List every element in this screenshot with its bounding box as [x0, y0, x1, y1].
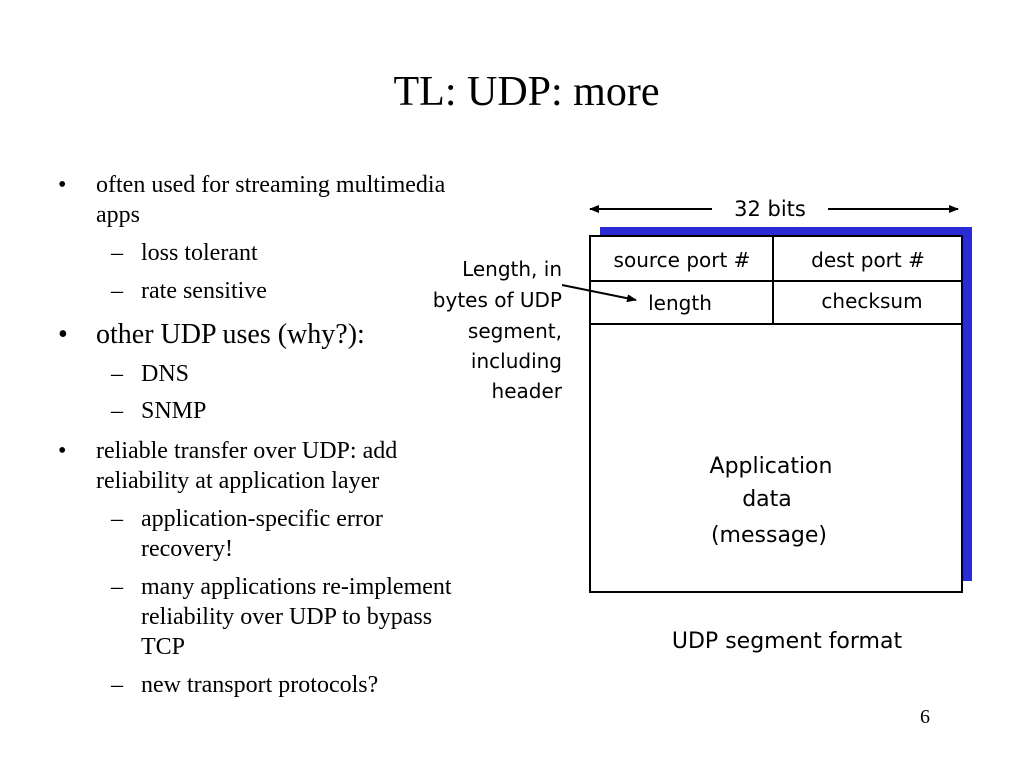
sub-bullet-item: – SNMP [96, 396, 478, 426]
sub-bullet-text: new transport protocols? [141, 672, 379, 698]
bullet-item: • often used for streaming multimedia ap… [58, 170, 478, 306]
sub-bullet-text: application-specific error recovery! [141, 506, 383, 562]
bullet-marker: • [58, 172, 67, 198]
annotation-line: segment, [468, 319, 562, 343]
sub-bullet-item: – application-specific error recovery! [96, 504, 478, 564]
annotation-line: Length, in [462, 257, 562, 281]
sub-bullet-list: – DNS – SNMP [96, 359, 478, 426]
bullet-text: other UDP uses (why?): [96, 319, 365, 350]
payload-line: Application [710, 454, 833, 479]
annotation-pointer-arrow [561, 284, 637, 303]
sub-bullet-marker: – [111, 672, 123, 698]
sub-bullet-list: – application-specific error recovery! –… [96, 504, 478, 700]
field-checksum: checksum [821, 289, 922, 313]
bullet-marker: • [58, 319, 68, 350]
payload-line: (message) [711, 523, 827, 548]
annotation-line: header [492, 379, 563, 403]
bullet-marker: • [58, 438, 67, 464]
sub-bullet-marker: – [111, 574, 123, 600]
sub-bullet-item: – rate sensitive [96, 276, 478, 306]
sub-bullet-item: – DNS [96, 359, 478, 389]
bullet-item: • other UDP uses (why?): – DNS – SNMP [58, 318, 478, 426]
sub-bullet-text: DNS [141, 361, 190, 387]
bullet-list: • often used for streaming multimedia ap… [58, 170, 478, 700]
slide-title: TL: UDP: more [393, 69, 660, 115]
bullet-item: • reliable transfer over UDP: add reliab… [58, 436, 478, 700]
payload-line: data [742, 487, 792, 512]
page-number: 6 [920, 706, 930, 728]
sub-bullet-marker: – [111, 278, 123, 304]
sub-bullet-text: loss tolerant [141, 240, 258, 266]
bit-width-label: 32 bits [734, 197, 806, 221]
sub-bullet-marker: – [111, 361, 123, 387]
bullet-text: reliable transfer over UDP: add reliabil… [96, 438, 398, 494]
field-source-port: source port # [614, 248, 751, 272]
segment-box [589, 235, 963, 593]
sub-bullet-text: rate sensitive [141, 278, 267, 304]
annotation-line: including [471, 349, 562, 373]
sub-bullet-marker: – [111, 398, 123, 424]
sub-bullet-text: SNMP [141, 398, 207, 424]
field-dest-port: dest port # [811, 248, 925, 272]
sub-bullet-text: many applications re-implement reliabili… [141, 574, 452, 660]
sub-bullet-item: – new transport protocols? [96, 670, 478, 700]
sub-bullet-marker: – [111, 506, 123, 532]
annotation-line: bytes of UDP [433, 288, 562, 312]
sub-bullet-list: – loss tolerant – rate sensitive [96, 238, 478, 306]
diagram-caption: UDP segment format [672, 629, 903, 654]
sub-bullet-item: – many applications re-implement reliabi… [96, 572, 478, 662]
field-length: length [648, 291, 712, 315]
sub-bullet-marker: – [111, 240, 123, 266]
sub-bullet-item: – loss tolerant [96, 238, 478, 268]
bullet-text: often used for streaming multimedia apps [96, 172, 446, 228]
